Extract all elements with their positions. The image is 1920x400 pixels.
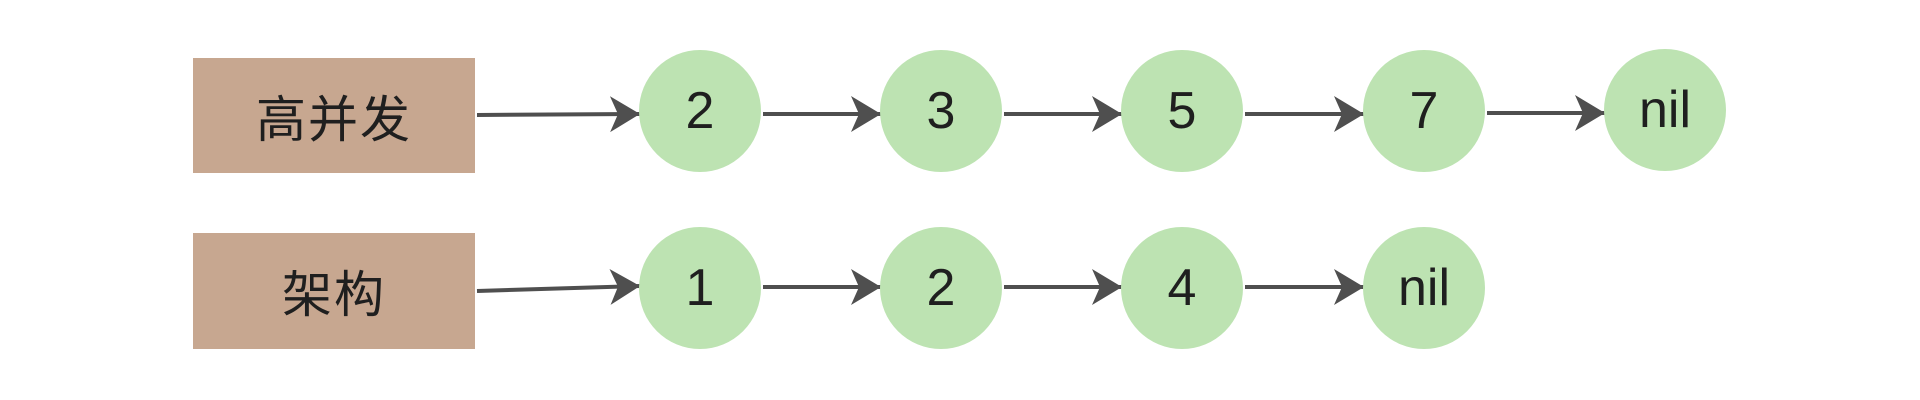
list-node: 7 [1363, 50, 1485, 172]
list-node: 3 [880, 50, 1002, 172]
list-node-nil: nil [1604, 49, 1726, 171]
list-label-box-row1: 高并发 [193, 58, 475, 173]
list-node: 1 [639, 227, 761, 349]
arrow-row1-box-to-2 [476, 96, 641, 133]
arrow-row2-box-to-1 [476, 268, 641, 305]
list-node-nil: nil [1363, 227, 1485, 349]
list-node: 5 [1121, 50, 1243, 172]
list-label-box-row2: 架构 [193, 233, 475, 349]
list-node: 2 [880, 227, 1002, 349]
list-node: 2 [639, 50, 761, 172]
list-node: 4 [1121, 227, 1243, 349]
